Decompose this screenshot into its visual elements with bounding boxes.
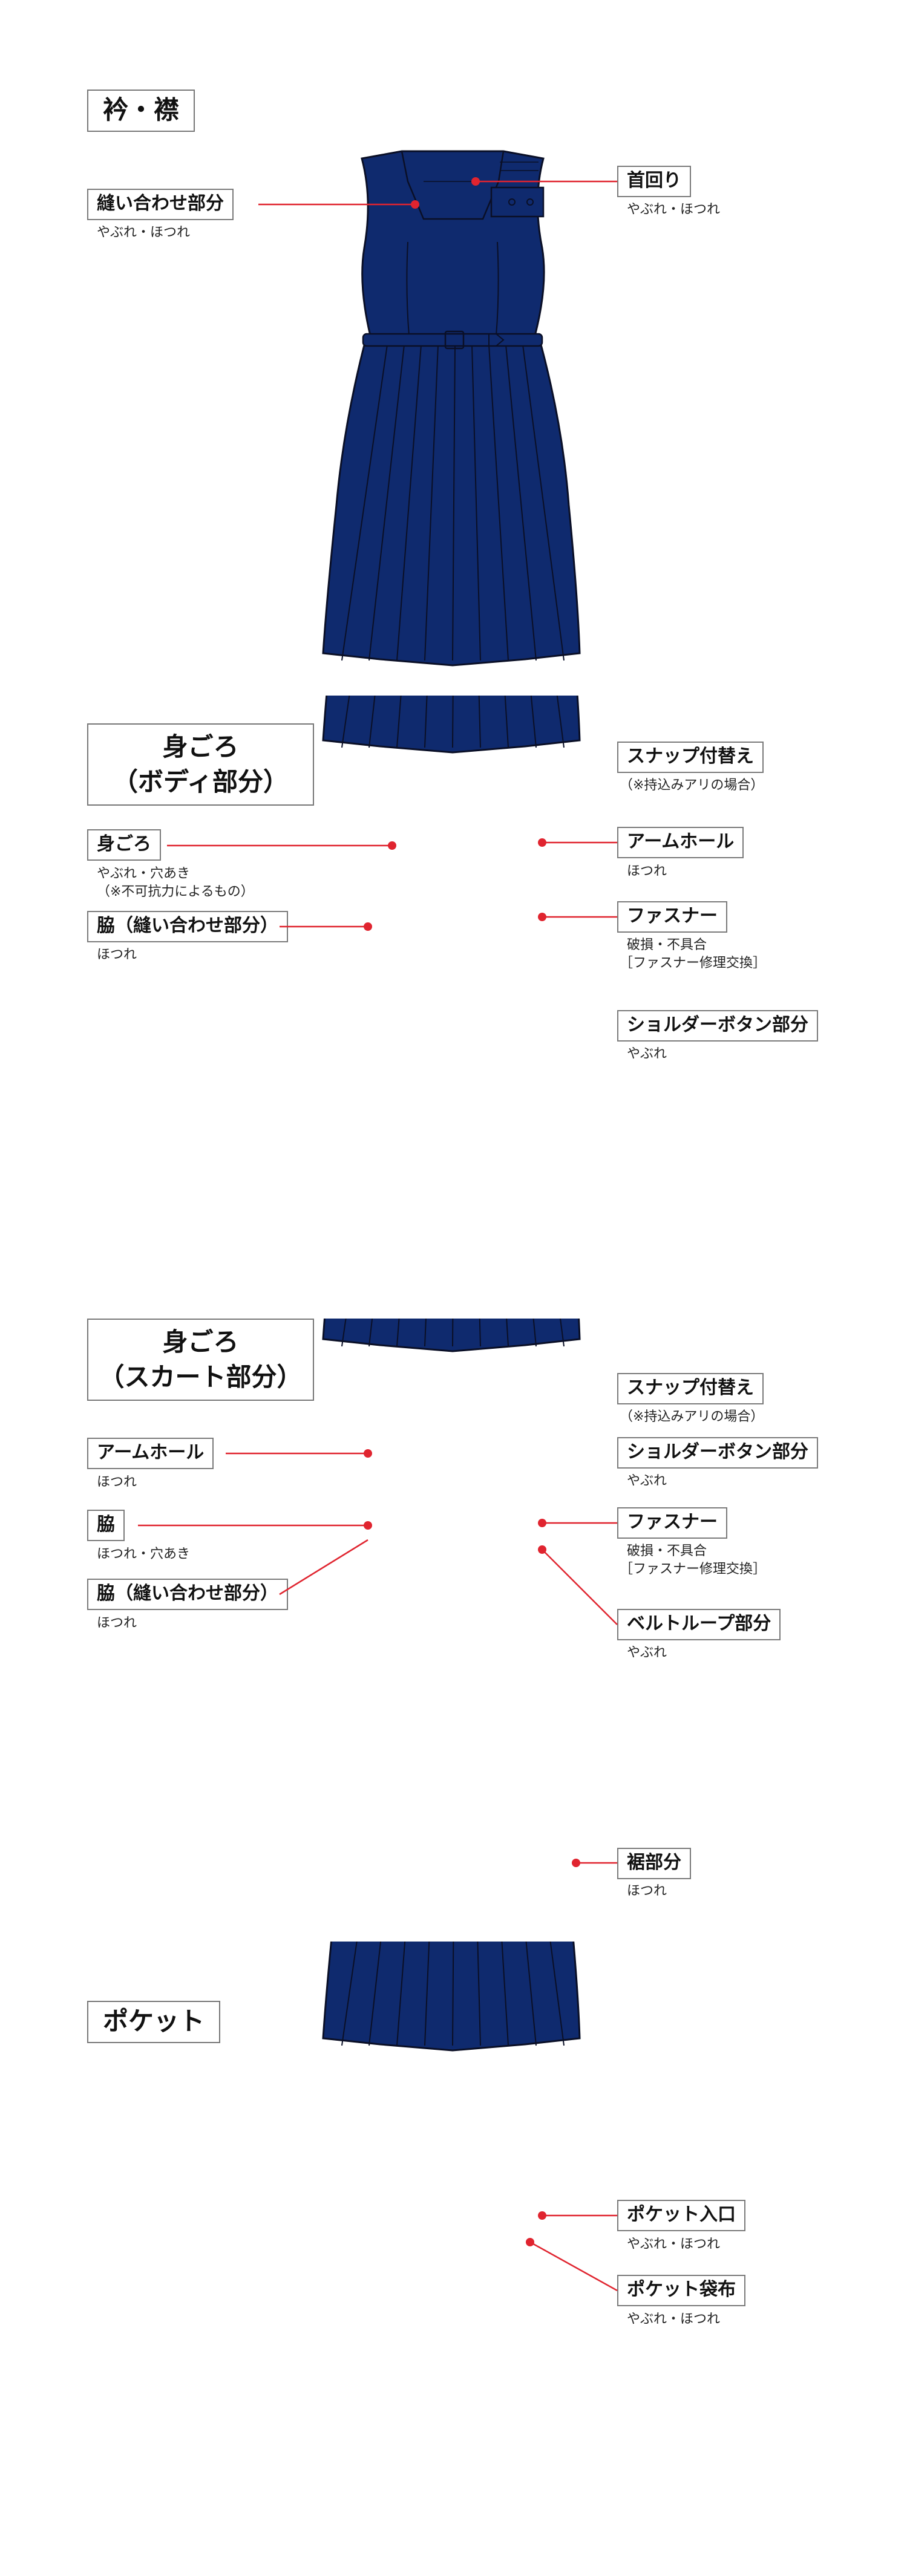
button-icon	[508, 198, 516, 206]
label-pocket-bag: ポケット袋布	[617, 2275, 745, 2306]
neckline-shape	[401, 151, 505, 220]
label-shoulder-button: ショルダーボタン部分	[617, 1437, 818, 1469]
bodice-shape	[361, 150, 545, 337]
button-icon	[526, 198, 534, 206]
label-neck: 首回り	[617, 166, 691, 197]
dress-illustration	[322, 150, 581, 667]
label-shoulder-button: ショルダーボタン部分	[617, 1010, 818, 1042]
section-title: 身ごろ （ボディ部分）	[87, 723, 314, 806]
label-pocket-entrance: ポケット入口	[617, 2200, 745, 2231]
label-side: 脇	[87, 1510, 125, 1541]
section-title-line1: 身ごろ	[162, 1327, 239, 1357]
skirt-shape	[322, 696, 581, 754]
label-snap: スナップ付替え	[617, 742, 764, 773]
note-side-seam: ほつれ	[97, 1616, 137, 1631]
note-belt-loop: やぶれ	[627, 1645, 667, 1660]
note-pocket-bag: やぶれ・ほつれ	[627, 2312, 721, 2327]
note-neck: やぶれ・ほつれ	[627, 202, 721, 217]
label-seam: 縫い合わせ部分	[87, 189, 234, 220]
label-fastener: ファスナー	[617, 901, 727, 933]
note-armhole: ほつれ	[97, 1475, 137, 1490]
section-title-line2: （スカート部分）	[99, 1362, 303, 1392]
label-armhole: アームホール	[87, 1438, 214, 1469]
skirt-shape	[322, 1319, 581, 1352]
label-side-seam: 脇（縫い合わせ部分）	[87, 1579, 288, 1610]
note-shoulder-button: やぶれ	[627, 1473, 667, 1489]
note-pocket-entrance: やぶれ・ほつれ	[627, 2237, 721, 2252]
note-fastener-1: 破損・不具合	[627, 937, 707, 953]
note-side: ほつれ・穴あき	[97, 1547, 191, 1562]
dress-illustration	[322, 1319, 581, 1352]
section-title: 身ごろ （スカート部分）	[87, 1319, 314, 1401]
note-armhole: ほつれ	[627, 864, 667, 879]
label-fastener: ファスナー	[617, 1507, 727, 1539]
dress-illustration	[322, 1942, 581, 2052]
section-body: 身ごろ （ボディ部分） 身ごろ やぶれ・穴あき （※不可抗力によるもの） 脇（縫…	[0, 696, 907, 1319]
dress-illustration	[322, 696, 581, 754]
section-title: ポケット	[87, 2001, 221, 2043]
note-shoulder-button: やぶれ	[627, 1046, 667, 1061]
note-fastener-1: 破損・不具合	[627, 1544, 707, 1559]
label-snap: スナップ付替え	[617, 1373, 764, 1404]
note-snap: （※持込みアリの場合）	[620, 1409, 764, 1424]
note-body-2: （※不可抗力によるもの）	[97, 884, 254, 899]
skirt-shape	[322, 1942, 581, 2052]
section-title: 衿・襟	[87, 90, 195, 132]
note-snap: （※持込みアリの場合）	[620, 778, 764, 793]
section-title-line2: （ボディ部分）	[112, 767, 289, 797]
shoulder-tab-shape	[490, 186, 545, 218]
belt-shape	[362, 333, 543, 347]
buckle-icon	[444, 330, 465, 350]
note-side-seam: ほつれ	[97, 947, 137, 962]
note-fastener-2: ［ファスナー修理交換］	[620, 1562, 767, 1577]
label-body: 身ごろ	[87, 829, 161, 861]
label-belt-loop: ベルトループ部分	[617, 1609, 781, 1640]
label-side-seam: 脇（縫い合わせ部分）	[87, 911, 288, 942]
belt-loop-icon	[488, 333, 505, 347]
section-pocket: ポケット ポケット入口 やぶれ・ほつれ ポケット袋布 やぶれ・ほつれ	[0, 1942, 907, 2576]
note-body-1: やぶれ・穴あき	[97, 866, 191, 881]
note-seam: やぶれ・ほつれ	[97, 225, 191, 240]
skirt-shape	[322, 334, 581, 667]
section-collar: 衿・襟 縫い合わせ部分 やぶれ・ほつれ 首回り やぶれ・ほつれ	[0, 0, 907, 696]
section-title-line1: 身ごろ	[162, 732, 239, 761]
note-fastener-2: ［ファスナー修理交換］	[620, 956, 767, 971]
label-hem: 裾部分	[617, 1848, 691, 1879]
label-armhole: アームホール	[617, 827, 744, 858]
section-skirt: 身ごろ （スカート部分） アームホール ほつれ 脇 ほつれ・穴あき 脇（縫い合わ…	[0, 1319, 907, 1942]
note-hem: ほつれ	[627, 1883, 667, 1899]
